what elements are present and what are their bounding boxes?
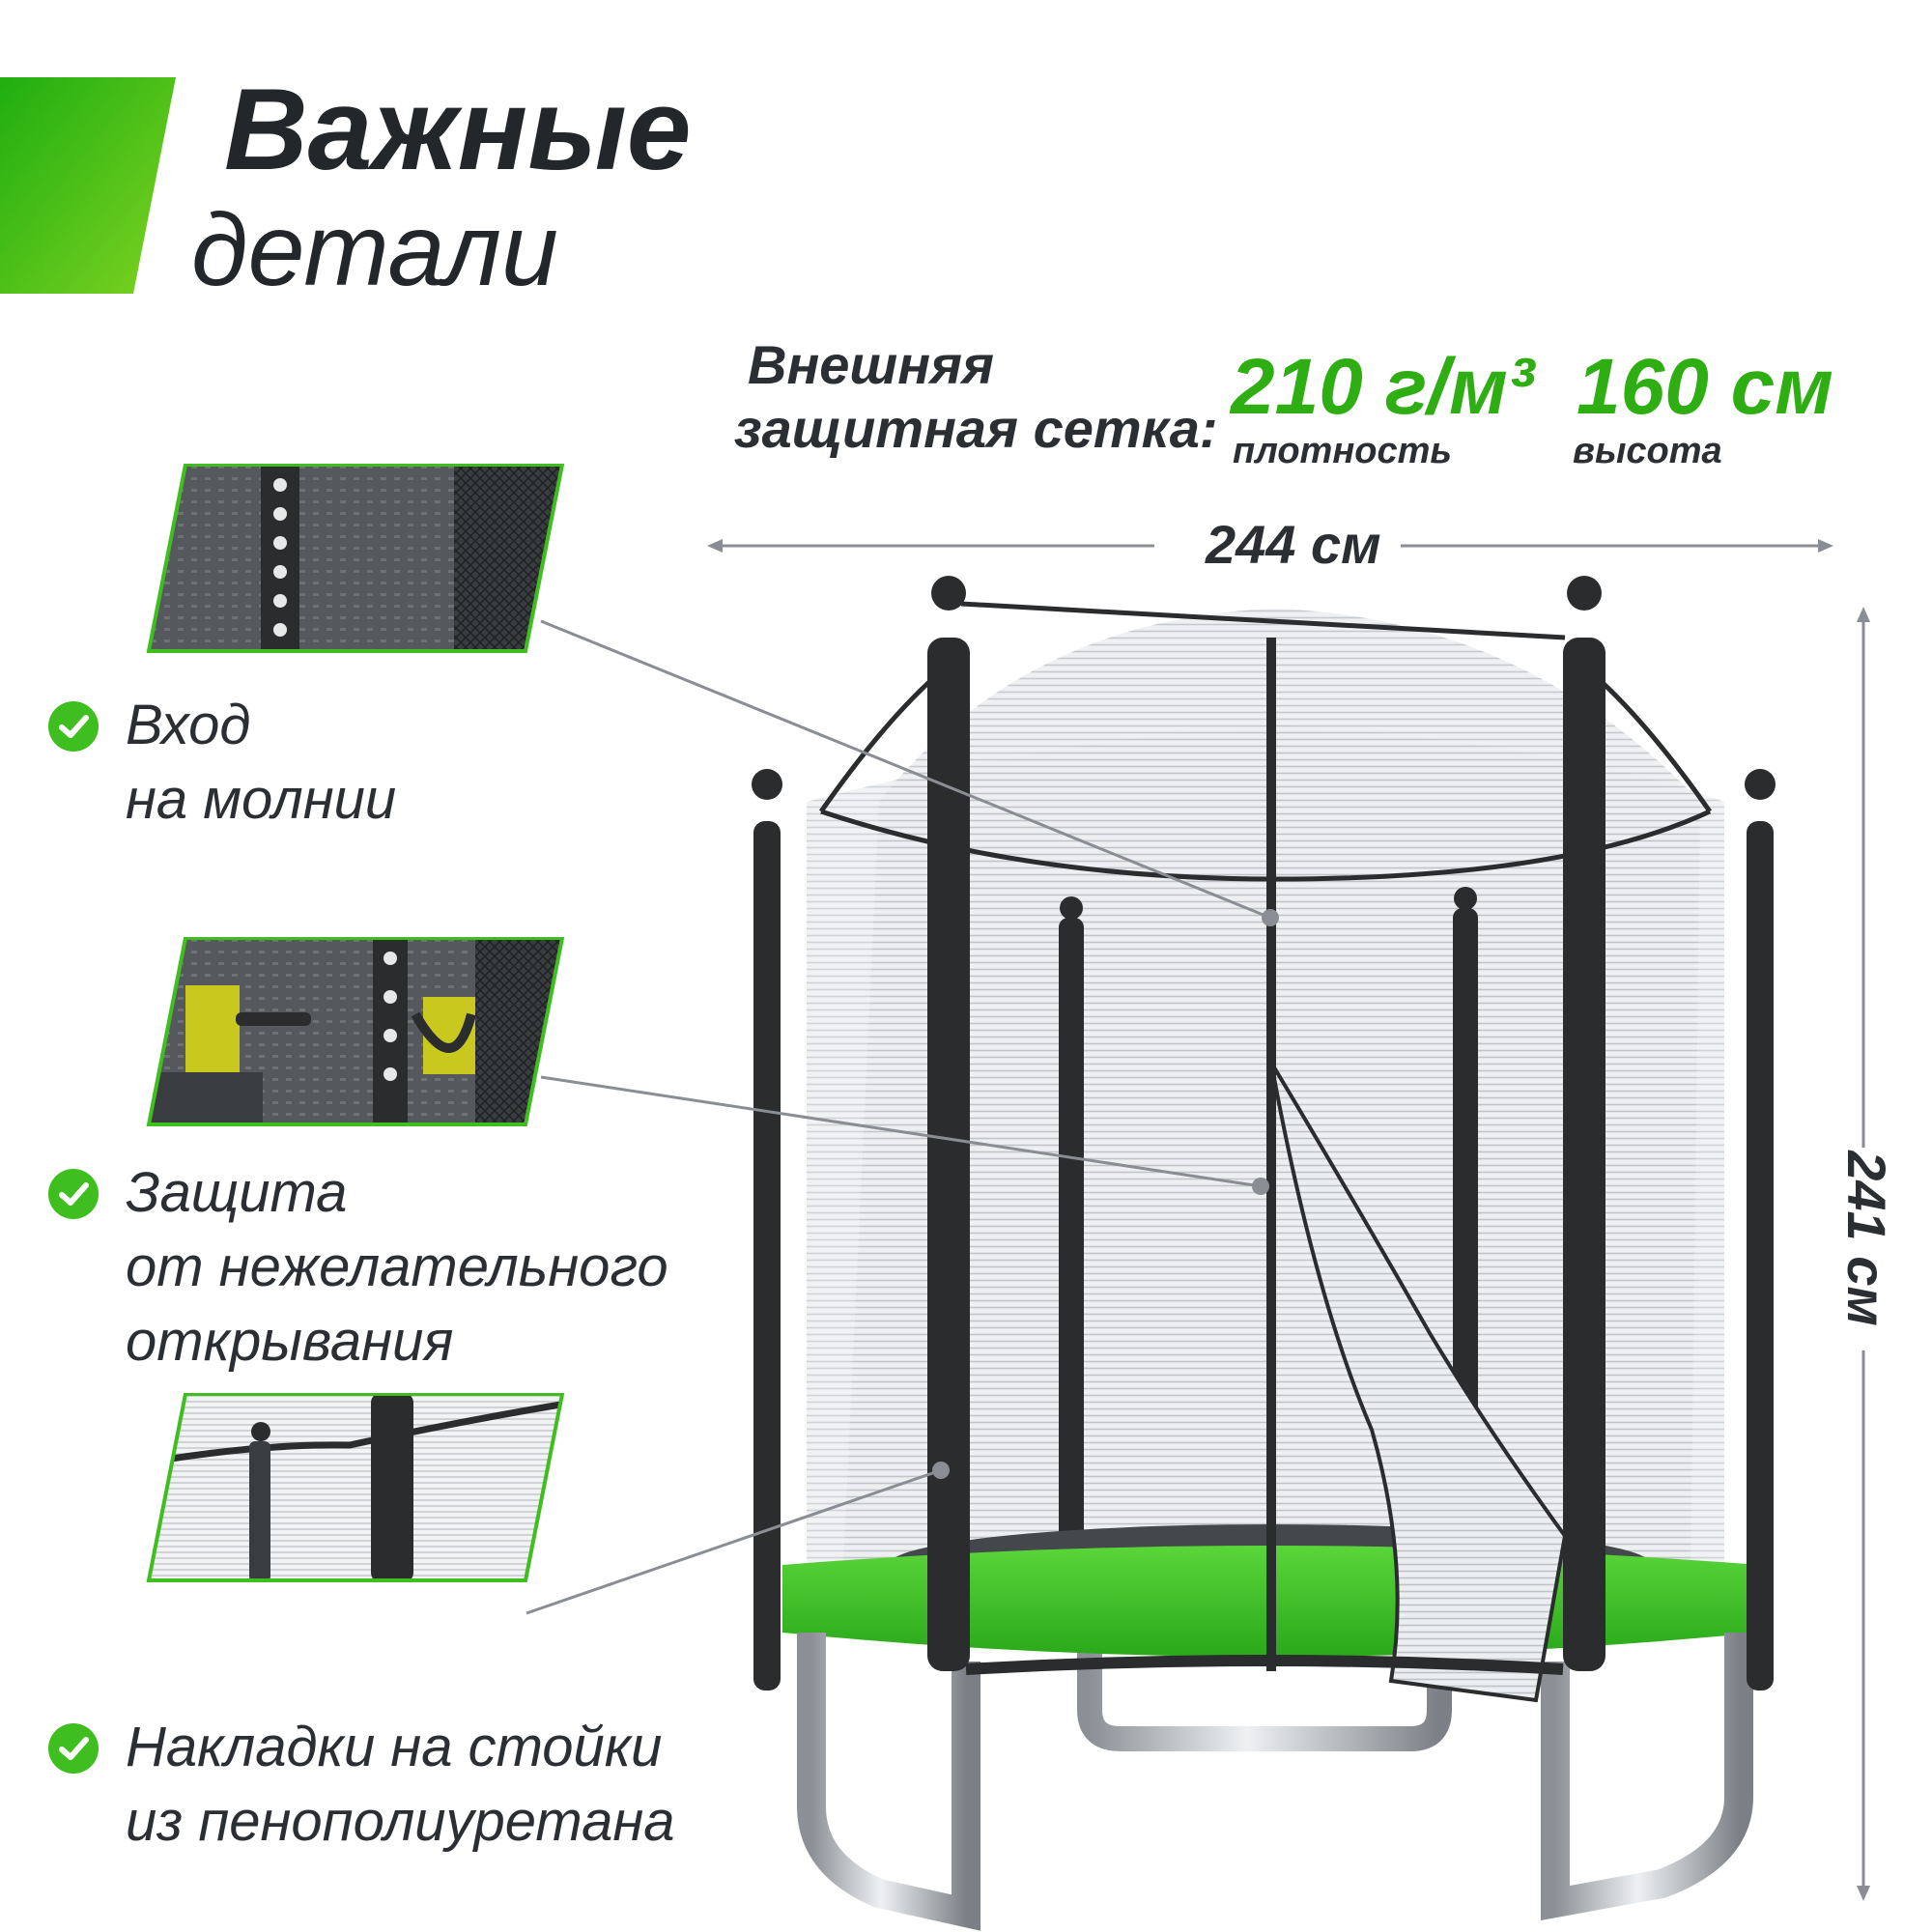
check-circle-icon — [48, 1723, 99, 1774]
check-circle-icon — [48, 701, 99, 752]
buckle-closeup-thumbnail — [147, 937, 572, 1126]
feature-protection-line3: открывания — [126, 1310, 454, 1374]
width-dimension-line — [707, 539, 1833, 553]
height-caption: высота — [1573, 431, 1722, 471]
check-circle-icon — [48, 1169, 99, 1219]
feature-zipper-entry: Вход на молнии — [126, 688, 396, 837]
density-value: 210 г/м³ — [1231, 343, 1535, 431]
pole-pad-closeup-thumbnail — [147, 1393, 572, 1582]
density-caption: плотность — [1233, 431, 1452, 471]
width-dimension-label: 244 см — [1206, 514, 1381, 575]
feature-pole-pads: Накладки на стойки из пенополиуретана — [126, 1710, 675, 1859]
feature-protection-line1: Защита — [126, 1161, 348, 1224]
header-accent-bar — [0, 77, 176, 294]
feature-pads-line2: из пенополиуретана — [126, 1790, 675, 1854]
net-spec-label: Внешняя защитная сетка: — [734, 333, 1218, 461]
feature-protection-line2: от нежелательного — [126, 1236, 668, 1299]
height-value: 160 см — [1577, 343, 1833, 431]
feature-zipper-line1: Вход — [126, 694, 251, 756]
page-title-line1: Важные — [224, 65, 692, 194]
height-dimension-line — [1857, 607, 1870, 1901]
zipper-closeup-thumbnail — [147, 464, 572, 653]
net-spec-label-line1: Внешняя — [748, 334, 994, 395]
net-spec-label-line2: защитная сетка: — [734, 398, 1218, 460]
feature-zipper-line2: на молнии — [126, 768, 397, 832]
page-title-line2: детали — [191, 193, 558, 307]
feature-pads-line1: Накладки на стойки — [126, 1716, 663, 1778]
trampoline-illustration — [752, 576, 1781, 1931]
feature-opening-protection: Защита от нежелательного открывания — [126, 1155, 668, 1378]
